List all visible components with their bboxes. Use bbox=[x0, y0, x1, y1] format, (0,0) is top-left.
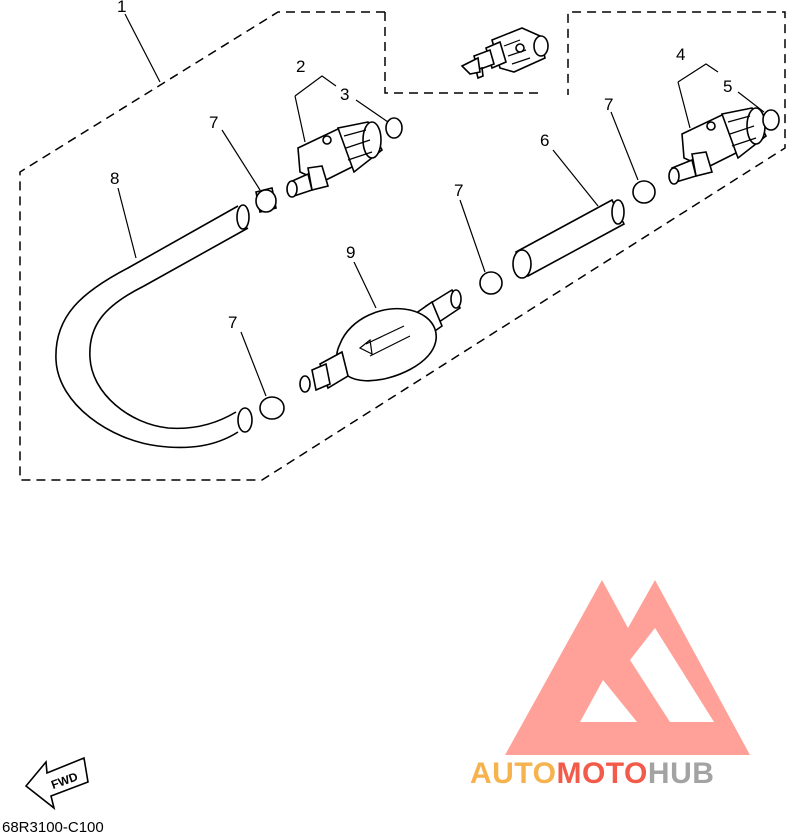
callout-7-d: 7 bbox=[228, 313, 237, 332]
clip-part-7-d bbox=[259, 396, 285, 420]
callout-7-a: 7 bbox=[209, 113, 218, 132]
watermark-wordmark: AUTOMOTOHUB bbox=[470, 757, 714, 790]
watermark-logo bbox=[505, 580, 750, 755]
callout-1: 1 bbox=[117, 0, 126, 16]
callout-labels: 1 2 3 4 5 6 7 7 7 7 8 9 bbox=[110, 0, 732, 332]
clip-part-7-b bbox=[632, 180, 656, 204]
o-ring-part-5 bbox=[762, 109, 780, 131]
o-ring-part-3 bbox=[385, 117, 403, 139]
callout-7-b: 7 bbox=[604, 95, 613, 114]
callout-3: 3 bbox=[340, 85, 349, 104]
clip-part-7-c bbox=[479, 271, 503, 295]
callout-5: 5 bbox=[723, 77, 732, 96]
hose-part-6 bbox=[512, 198, 626, 279]
clip-part-7-a bbox=[255, 187, 277, 213]
watermark-text-moto: MOTO bbox=[556, 757, 647, 790]
connector-part-4 bbox=[668, 107, 768, 185]
watermark-text-hub: HUB bbox=[648, 757, 715, 790]
svg-text:AUTOMOTOHUB: AUTOMOTOHUB bbox=[470, 757, 714, 790]
hose-part-8 bbox=[55, 204, 253, 449]
assembly-outline bbox=[19, 11, 786, 481]
watermark-text-auto: AUTO bbox=[470, 757, 556, 790]
callout-8: 8 bbox=[110, 169, 119, 188]
fwd-arrow: FWD bbox=[24, 756, 89, 811]
engine-connector bbox=[460, 27, 549, 80]
callout-4: 4 bbox=[676, 45, 685, 64]
primer-bulb-part-9 bbox=[299, 288, 462, 393]
callout-9: 9 bbox=[346, 243, 355, 262]
leader-lines bbox=[117, 13, 765, 397]
connector-part-2 bbox=[286, 121, 384, 198]
callout-7-c: 7 bbox=[454, 181, 463, 200]
callout-6: 6 bbox=[540, 131, 549, 150]
diagram-code: 68R3100-C100 bbox=[2, 819, 104, 836]
callout-2: 2 bbox=[296, 57, 305, 76]
